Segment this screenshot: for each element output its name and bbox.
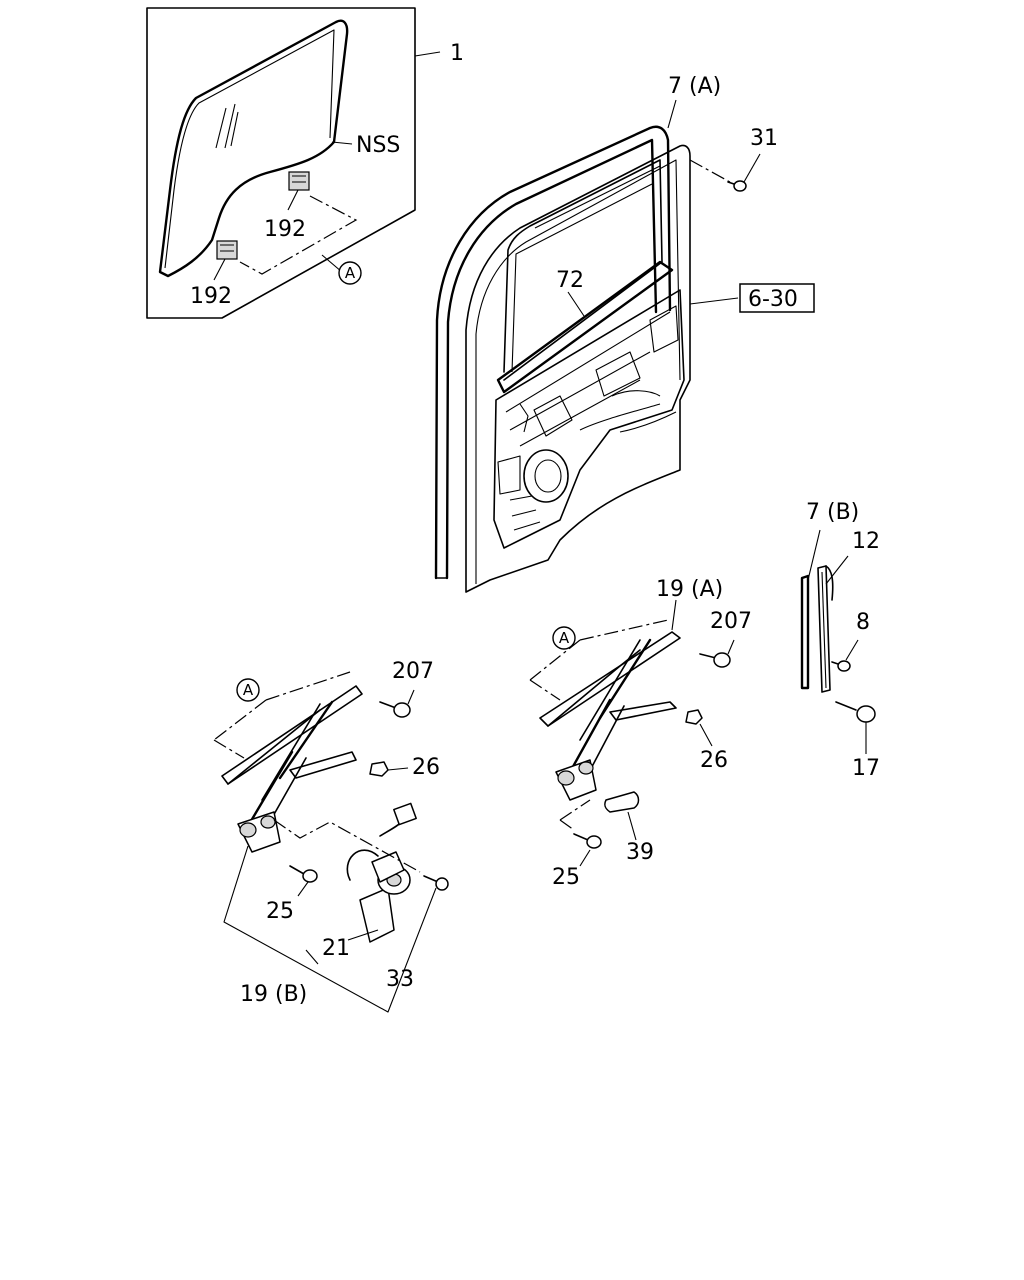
- label-screw-33: 33: [386, 967, 414, 992]
- label-screw-8: 8: [856, 610, 870, 635]
- screw-25-a-icon: [573, 833, 602, 849]
- label-handle-39: 39: [626, 840, 654, 865]
- label-nut-26-b: 26: [412, 755, 440, 780]
- bolt-17-icon: [835, 701, 876, 723]
- glass-clip-upper-icon: [288, 171, 310, 191]
- label-screw-25-b: 25: [266, 899, 294, 924]
- label-glass-clip-lower: 192: [190, 284, 232, 309]
- nut-26-a-icon: [685, 709, 703, 725]
- label-bolt-17: 17: [852, 756, 880, 781]
- motor-21-icon: [346, 802, 417, 943]
- label-bolt-207-b: 207: [392, 659, 434, 684]
- label-channel-12: 12: [852, 529, 880, 554]
- regulator-a-drawing: [529, 599, 735, 867]
- bolt-207-b-icon: [379, 701, 411, 718]
- ref-a-marker-reg-b: A: [236, 678, 260, 702]
- label-bolt-207-a: 207: [710, 609, 752, 634]
- label-part-72: 72: [556, 268, 584, 293]
- svg-text:A: A: [559, 629, 570, 647]
- ref-6-30-label: 6-30: [748, 287, 798, 312]
- label-weatherstrip-a: 7 (A): [668, 74, 721, 99]
- bolt-207-a-icon: [699, 652, 731, 668]
- door-panel-drawing: [434, 99, 761, 593]
- ref-a-marker-reg-a: A: [552, 626, 576, 650]
- label-nut-26-a: 26: [700, 748, 728, 773]
- glass-clip-lower-icon: [216, 240, 238, 260]
- label-screw-31: 31: [750, 126, 778, 151]
- label-weatherstrip-b: 7 (B): [806, 500, 859, 525]
- screw-33-icon: [423, 875, 449, 891]
- label-glass-clip-upper: 192: [264, 217, 306, 242]
- glass-inset-panel: [146, 7, 441, 319]
- screw-8-icon: [831, 660, 851, 672]
- svg-text:A: A: [243, 681, 254, 699]
- channel-drawing: [800, 529, 876, 754]
- label-regulator-b: 19 (B): [240, 982, 307, 1007]
- ref-a-marker-glass: A: [338, 261, 362, 285]
- screw-31-icon: [727, 180, 747, 192]
- label-glass-assembly: 1: [450, 41, 464, 66]
- label-regulator-a: 19 (A): [656, 577, 723, 602]
- svg-text:A: A: [345, 264, 356, 282]
- handle-39-icon: [604, 791, 640, 813]
- label-motor-21: 21: [322, 936, 350, 961]
- ref-6-30-box: 6-30: [739, 283, 815, 313]
- nut-26-b-icon: [369, 761, 389, 777]
- regulator-b-drawing: [213, 671, 449, 1013]
- label-screw-25-a: 25: [552, 865, 580, 890]
- label-nss: NSS: [356, 133, 400, 158]
- screw-25-b-icon: [289, 865, 318, 883]
